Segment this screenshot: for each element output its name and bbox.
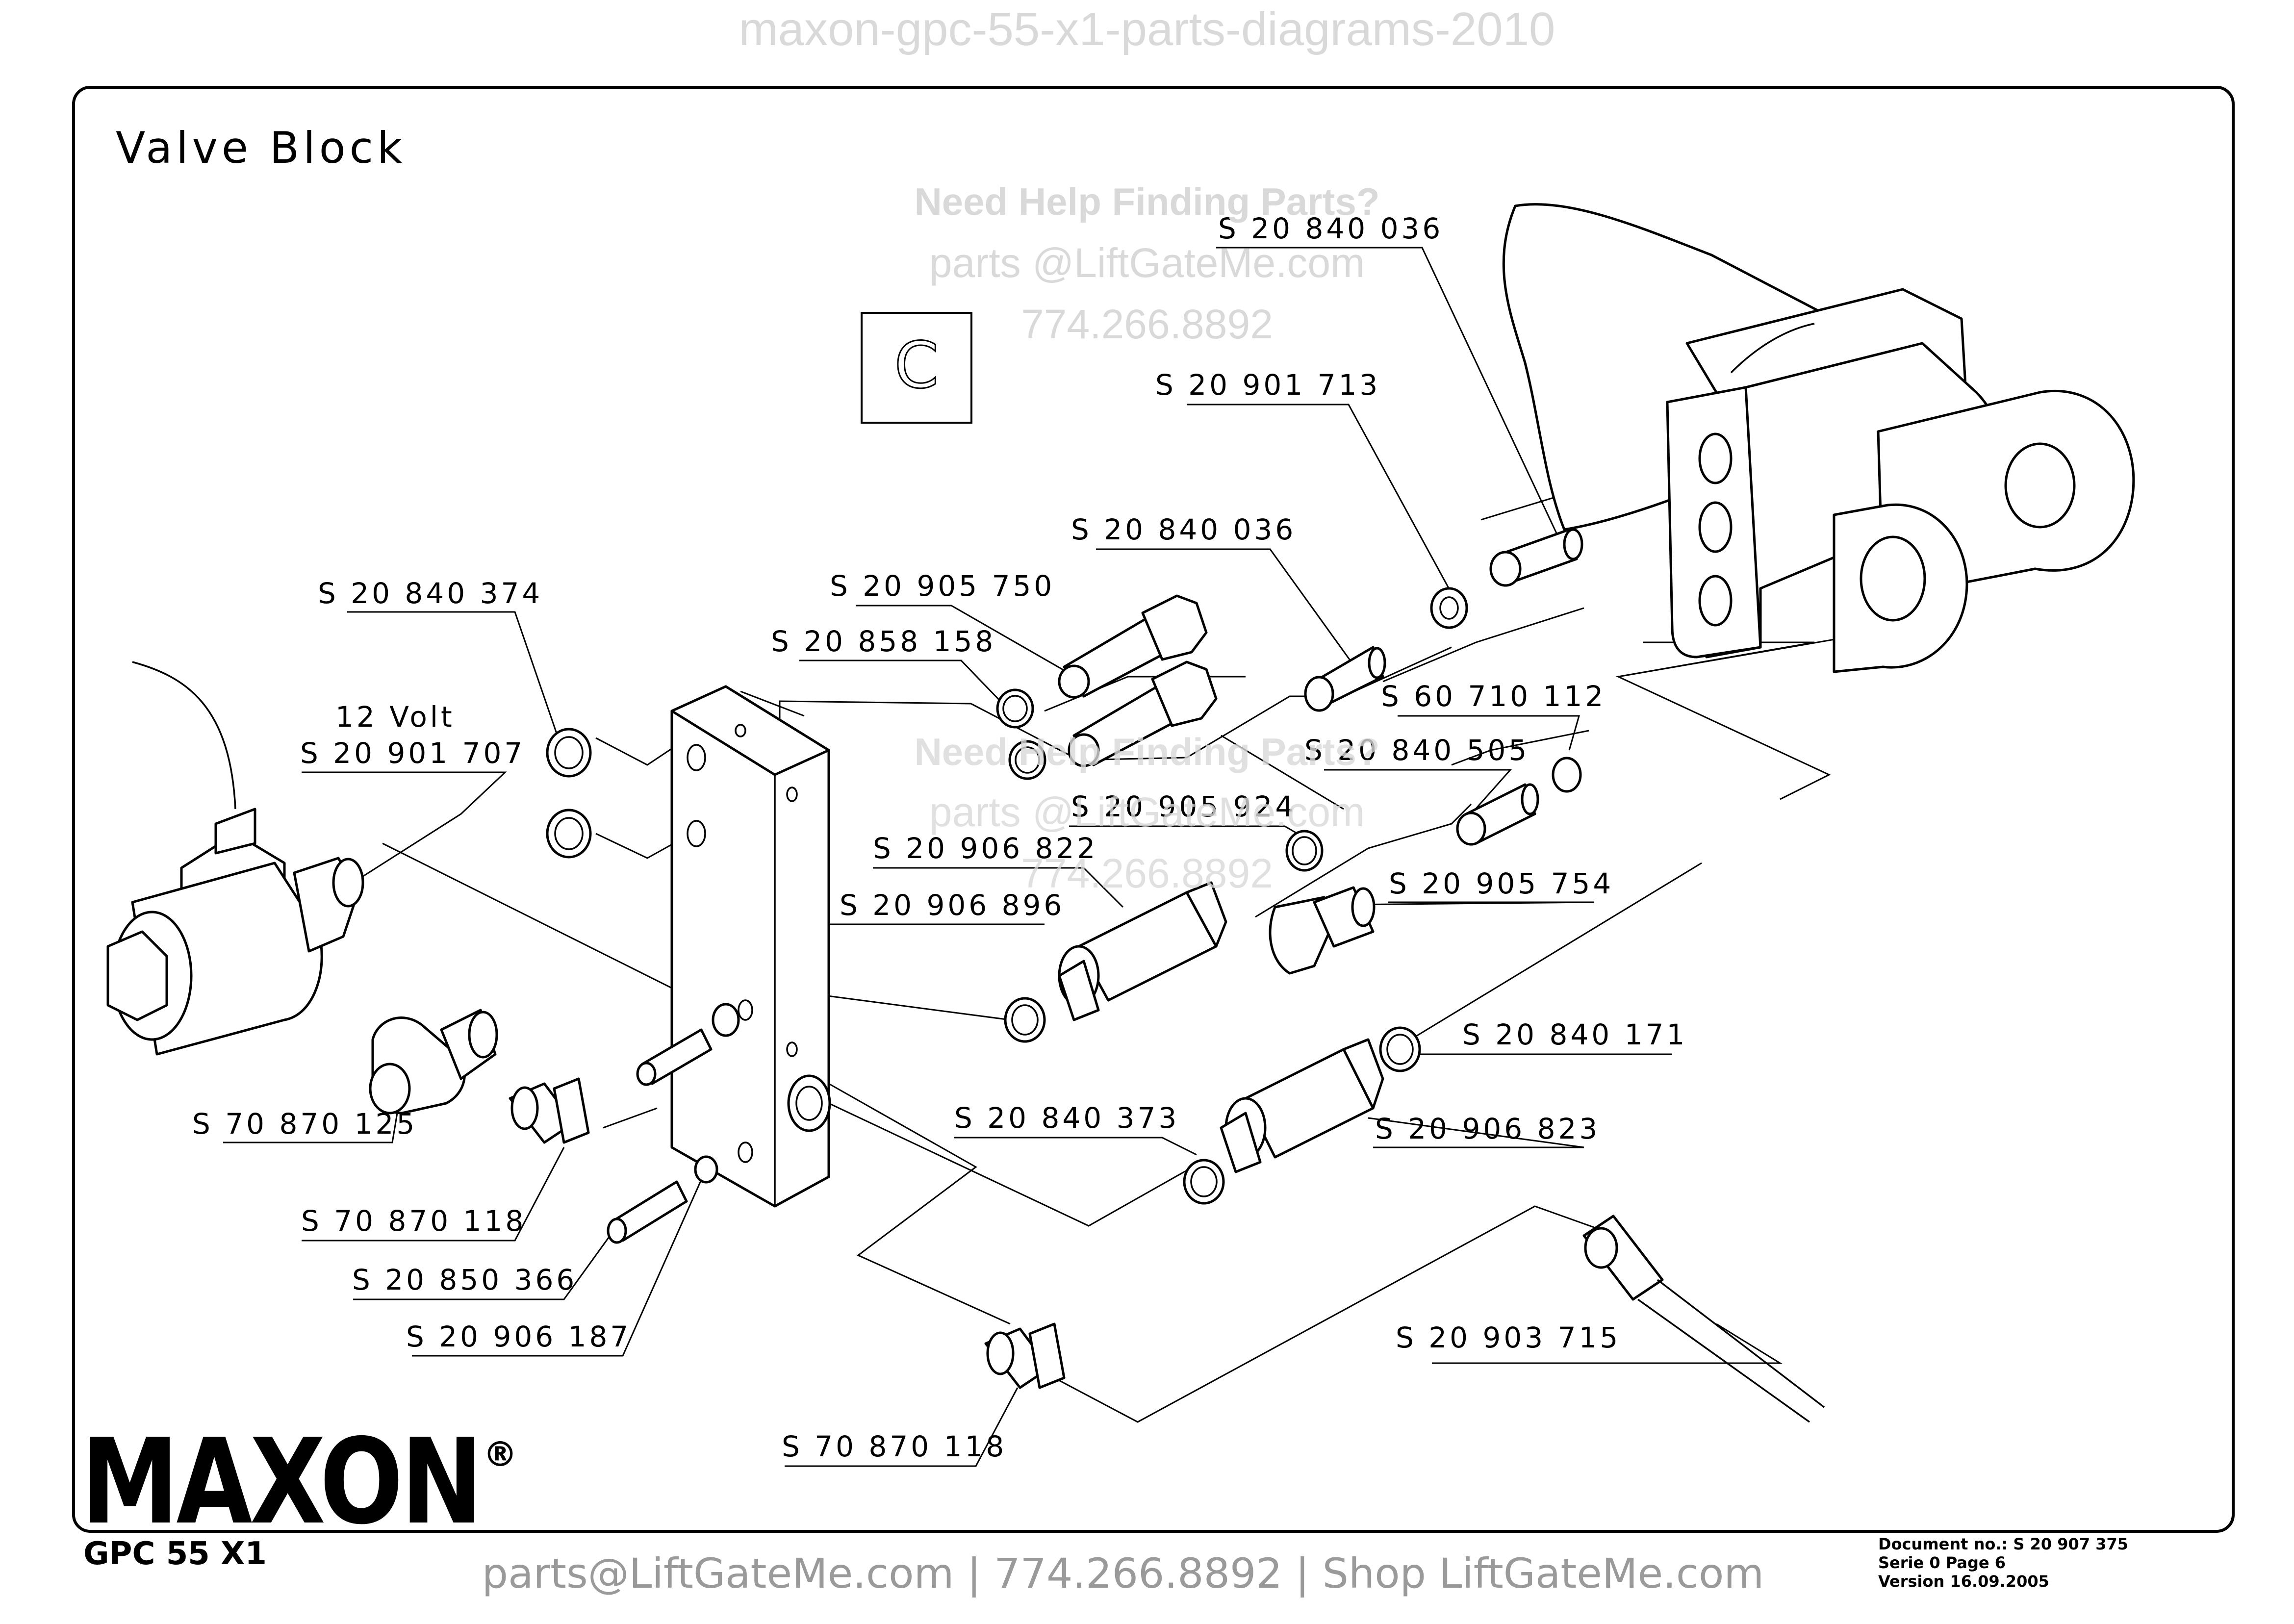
help-heading-2: Need Help Finding Parts? [914, 730, 1379, 773]
fitting-s70870118-bottom [984, 1322, 1066, 1389]
label-p21: S 20 903 715 [1396, 1321, 1621, 1354]
hose-s20903715 [1582, 1215, 1825, 1423]
plug-s20840036-upper [1489, 528, 1583, 587]
maxon-logo: MAXON ® [81, 1413, 517, 1550]
o-ring-s60710112 [1552, 757, 1582, 793]
document-number: Document no.: S 20 907 375 [1878, 1535, 2128, 1553]
document-info: Document no.: S 20 907 375 Serie 0 Page … [1878, 1535, 2128, 1591]
label-p16: S 20 840 373 [954, 1101, 1179, 1135]
o-ring-s20840171 [1379, 1026, 1421, 1072]
label-p09: S 20 840 505 [1304, 734, 1529, 767]
plug-s20840036-lower [1304, 646, 1386, 712]
label-p19: S 20 850 366 [352, 1263, 577, 1296]
screw-s20906896 [636, 1028, 713, 1086]
footer-contact: parts@LiftGateMe.com | 774.266.8892 | Sh… [482, 1549, 1764, 1598]
label-p08: S 60 710 112 [1381, 680, 1606, 713]
o-ring-s20906896 [1004, 997, 1046, 1043]
label-p04: S 20 905 750 [830, 569, 1055, 603]
fitting-s70870118-left [509, 1077, 590, 1144]
label-p18: S 70 870 118 [301, 1204, 526, 1238]
banjo-bolt-upper [1058, 594, 1208, 699]
document-version: Version 16.09.2005 [1878, 1572, 2049, 1591]
section-box [861, 312, 972, 424]
label-p03: S 20 840 036 [1071, 513, 1296, 546]
label-p15: S 70 870 125 [192, 1107, 417, 1141]
model-name: GPC 55 X1 [83, 1536, 267, 1572]
label-p01: S 20 840 036 [1218, 212, 1443, 245]
o-ring-s20840373 [1183, 1159, 1225, 1205]
hydraulic-cylinder [1502, 203, 2135, 673]
o-ring-s20840374-a [546, 728, 592, 778]
help-email-2: parts @LiftGateMe.com [929, 789, 1365, 835]
diagram-title: Valve Block [116, 123, 406, 173]
valve-block [670, 685, 831, 1208]
o-ring-s20858158 [996, 688, 1034, 729]
part-labels: S 20 840 036 S 20 901 713 S 20 840 036 S… [192, 212, 1687, 1463]
label-p10: S 20 905 924 [1071, 790, 1296, 823]
header-watermark: maxon-gpc-55-x1-parts-diagrams-2010 [739, 3, 1555, 55]
elbow-fitting-s70870125 [369, 1009, 498, 1115]
solenoid-coil-12v [106, 661, 364, 1056]
help-phone: 774.266.8892 [1021, 301, 1273, 347]
help-email: parts @LiftGateMe.com [929, 240, 1365, 286]
coupling-s20906822 [1058, 881, 1227, 1021]
plug-s20840505 [1456, 783, 1539, 846]
screw-s20850366 [607, 1180, 688, 1244]
o-ring-s20840374-b [546, 809, 592, 859]
seal-s20906187 [694, 1155, 718, 1184]
help-phone-2: 774.266.8892 [1021, 850, 1273, 896]
brand-registered-mark: ® [483, 1434, 517, 1474]
help-watermark-middle: Need Help Finding Parts? parts @LiftGate… [914, 730, 1379, 896]
label-p20: S 20 906 187 [406, 1320, 631, 1353]
o-ring-s20905924 [1285, 830, 1324, 872]
section-letter: C [894, 328, 939, 403]
coupling-s20906823 [1220, 1038, 1384, 1173]
o-ring-s20901713 [1430, 587, 1468, 629]
label-p02: S 20 901 713 [1155, 368, 1380, 402]
label-p07b: S 20 901 707 [300, 736, 525, 770]
label-p06: S 20 840 374 [318, 577, 543, 610]
drawing-frame [72, 86, 2235, 1533]
label-p13: S 20 906 896 [840, 888, 1065, 922]
label-p07a: 12 Volt [335, 700, 455, 734]
document-series: Serie 0 Page 6 [1878, 1553, 2006, 1572]
label-p05: S 20 858 158 [771, 625, 996, 658]
help-watermark-top: Need Help Finding Parts? parts @LiftGate… [914, 180, 1379, 347]
label-p14: S 20 840 171 [1462, 1018, 1687, 1051]
o-ring-s20858158-b [1008, 740, 1046, 780]
banjo-bolt-lower [1068, 660, 1218, 767]
label-p22: S 70 870 118 [782, 1430, 1007, 1463]
label-p12: S 20 905 754 [1389, 867, 1614, 900]
valve-s20905754 [1269, 886, 1376, 975]
label-p11: S 20 906 822 [873, 832, 1098, 865]
help-heading: Need Help Finding Parts? [914, 180, 1379, 223]
brand-name: MAXON [81, 1413, 481, 1550]
label-p17: S 20 906 823 [1375, 1112, 1600, 1145]
